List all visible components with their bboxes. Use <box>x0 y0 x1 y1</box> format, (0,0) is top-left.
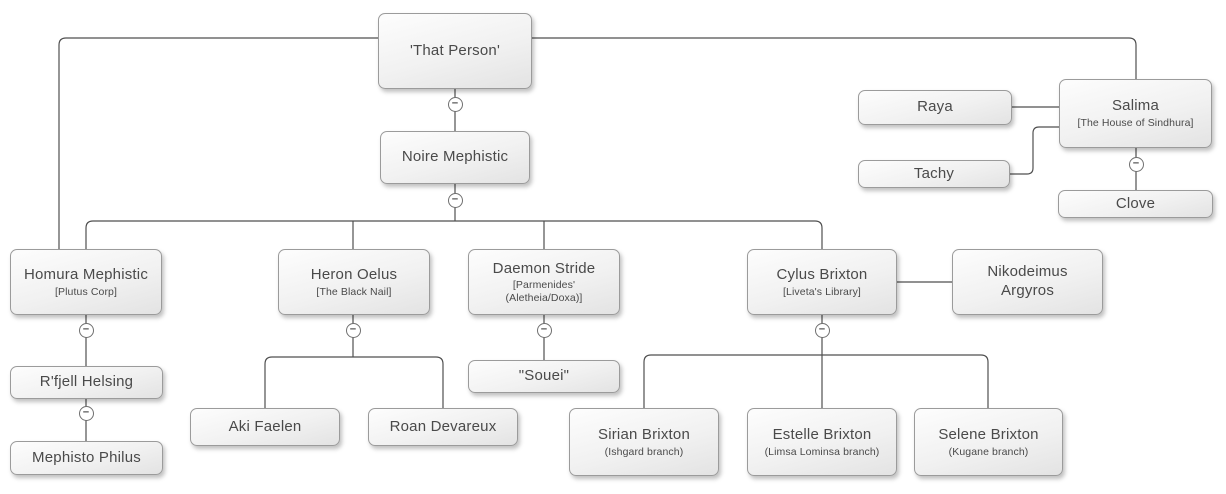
node-label: Estelle Brixton <box>772 425 872 443</box>
connector-line <box>264 356 444 408</box>
collapse-toggle[interactable]: − <box>447 96 463 112</box>
collapse-toggle[interactable]: − <box>447 192 463 208</box>
node-label: Noire Mephistic <box>401 148 509 166</box>
node-aki-faelen[interactable]: Aki Faelen <box>190 408 340 446</box>
node-homura-mephistic[interactable]: Homura Mephistic [Plutus Corp] <box>10 249 162 315</box>
minus-icon: − <box>451 193 459 205</box>
connector-line <box>1010 126 1059 175</box>
node-sublabel: (Ishgard branch) <box>604 445 684 458</box>
node-rfjell-helsing[interactable]: R'fjell Helsing <box>10 366 163 399</box>
collapse-toggle[interactable]: − <box>78 405 94 421</box>
connector-line <box>643 354 989 408</box>
node-sublabel: [Liveta's Library] <box>783 285 861 298</box>
node-sublabel: [The Black Nail] <box>316 285 392 298</box>
node-label: Salima <box>1111 97 1160 115</box>
node-sirian-brixton[interactable]: Sirian Brixton (Ishgard branch) <box>569 408 719 476</box>
node-salima[interactable]: Salima [The House of Sindhura] <box>1059 79 1212 148</box>
node-roan-devareux[interactable]: Roan Devareux <box>368 408 518 446</box>
minus-icon: − <box>349 323 357 335</box>
node-sublabel: (Limsa Lominsa branch) <box>764 445 880 458</box>
node-clove[interactable]: Clove <box>1058 190 1213 218</box>
node-daemon-stride[interactable]: Daemon Stride [Parmenides' (Aletheia/Doxa… <box>468 249 620 315</box>
node-label: Homura Mephistic <box>23 265 149 283</box>
node-mephisto-philus[interactable]: Mephisto Philus <box>10 441 163 475</box>
node-label: Tachy <box>913 164 955 182</box>
node-label: Raya <box>917 98 953 116</box>
node-sublabel: (Kugane branch) <box>948 445 1029 458</box>
node-label: Sirian Brixton <box>597 425 690 443</box>
node-estelle-brixton[interactable]: Estelle Brixton (Limsa Lominsa branch) <box>747 408 897 476</box>
node-label: Nikodeimus Argyros <box>987 263 1068 299</box>
node-label: "Souei" <box>518 367 570 385</box>
connector-line <box>532 37 1137 79</box>
node-label: Heron Oelus <box>310 265 398 283</box>
collapse-toggle[interactable]: − <box>1128 156 1144 172</box>
node-label: Daemon Stride <box>492 259 596 277</box>
node-label: Cylus Brixton <box>776 265 868 283</box>
node-nikodeimus-argyros[interactable]: Nikodeimus Argyros <box>952 249 1103 315</box>
node-noire-mephistic[interactable]: Noire Mephistic <box>380 131 530 184</box>
node-heron-oelus[interactable]: Heron Oelus [The Black Nail] <box>278 249 430 315</box>
minus-icon: − <box>82 406 90 418</box>
node-label: Selene Brixton <box>938 425 1039 443</box>
node-sublabel: [The House of Sindhura] <box>1077 117 1194 130</box>
collapse-toggle[interactable]: − <box>536 322 552 338</box>
collapse-toggle[interactable]: − <box>78 322 94 338</box>
minus-icon: − <box>818 323 826 335</box>
minus-icon: − <box>1132 157 1140 169</box>
node-label: Roan Devareux <box>389 417 497 435</box>
collapse-toggle[interactable]: − <box>814 322 830 338</box>
node-souei[interactable]: "Souei" <box>468 360 620 393</box>
minus-icon: − <box>451 97 459 109</box>
node-raya[interactable]: Raya <box>858 90 1012 125</box>
node-tachy[interactable]: Tachy <box>858 160 1010 188</box>
node-label: R'fjell Helsing <box>39 373 134 391</box>
node-label: Clove <box>1115 194 1156 212</box>
minus-icon: − <box>82 323 90 335</box>
node-label: Aki Faelen <box>228 417 302 435</box>
connector-line <box>85 220 823 249</box>
minus-icon: − <box>540 323 548 335</box>
node-label: 'That Person' <box>409 41 501 59</box>
node-cylus-brixton[interactable]: Cylus Brixton [Liveta's Library] <box>747 249 897 315</box>
connector-line <box>58 37 378 249</box>
node-that-person[interactable]: 'That Person' <box>378 13 532 89</box>
node-selene-brixton[interactable]: Selene Brixton (Kugane branch) <box>914 408 1063 476</box>
node-sublabel: [Plutus Corp] <box>55 285 117 298</box>
node-sublabel: [Parmenides' (Aletheia/Doxa)] <box>505 279 583 304</box>
collapse-toggle[interactable]: − <box>345 322 361 338</box>
node-label: Mephisto Philus <box>32 448 141 466</box>
